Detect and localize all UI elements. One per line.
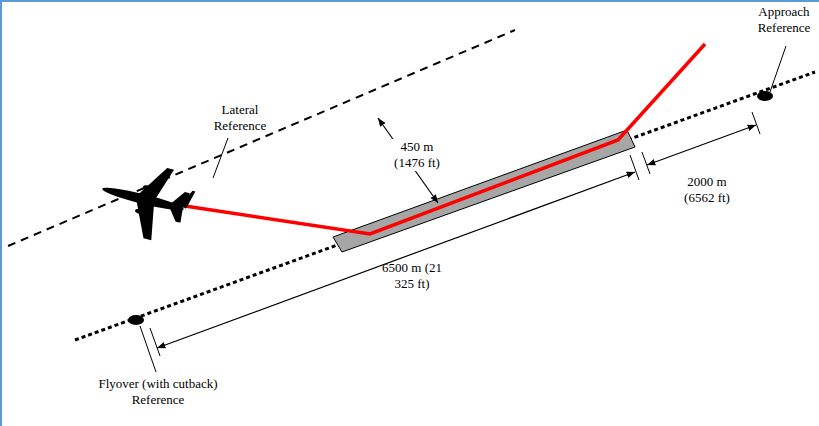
extension-line: [752, 112, 760, 134]
dimension-line: [157, 172, 635, 348]
dimension-label: 450 m (1476 ft): [384, 139, 450, 171]
dimension-label: 6500 m (21 325 ft): [374, 260, 450, 292]
leader-line: [213, 138, 228, 178]
dimension-line: [647, 125, 756, 165]
flyover-reference-point: [128, 315, 144, 325]
reference-label: Flyover (with cutback) Reference: [88, 376, 228, 408]
frame-line: [0, 0, 2, 426]
dimension-label: 2000 m (6562 ft): [676, 174, 738, 206]
approach-reference-point: [757, 91, 773, 101]
reference-label: Lateral Reference: [204, 102, 276, 134]
frame-line: [0, 0, 819, 2]
reference-label: Approach Reference: [753, 4, 815, 36]
leader-line: [140, 326, 156, 372]
leader-line: [770, 46, 786, 92]
extension-line: [630, 155, 639, 180]
flight-path: [185, 44, 705, 234]
extension-line: [642, 152, 650, 174]
extension-line: [150, 328, 160, 356]
aircraft-silhouette: [93, 154, 199, 248]
